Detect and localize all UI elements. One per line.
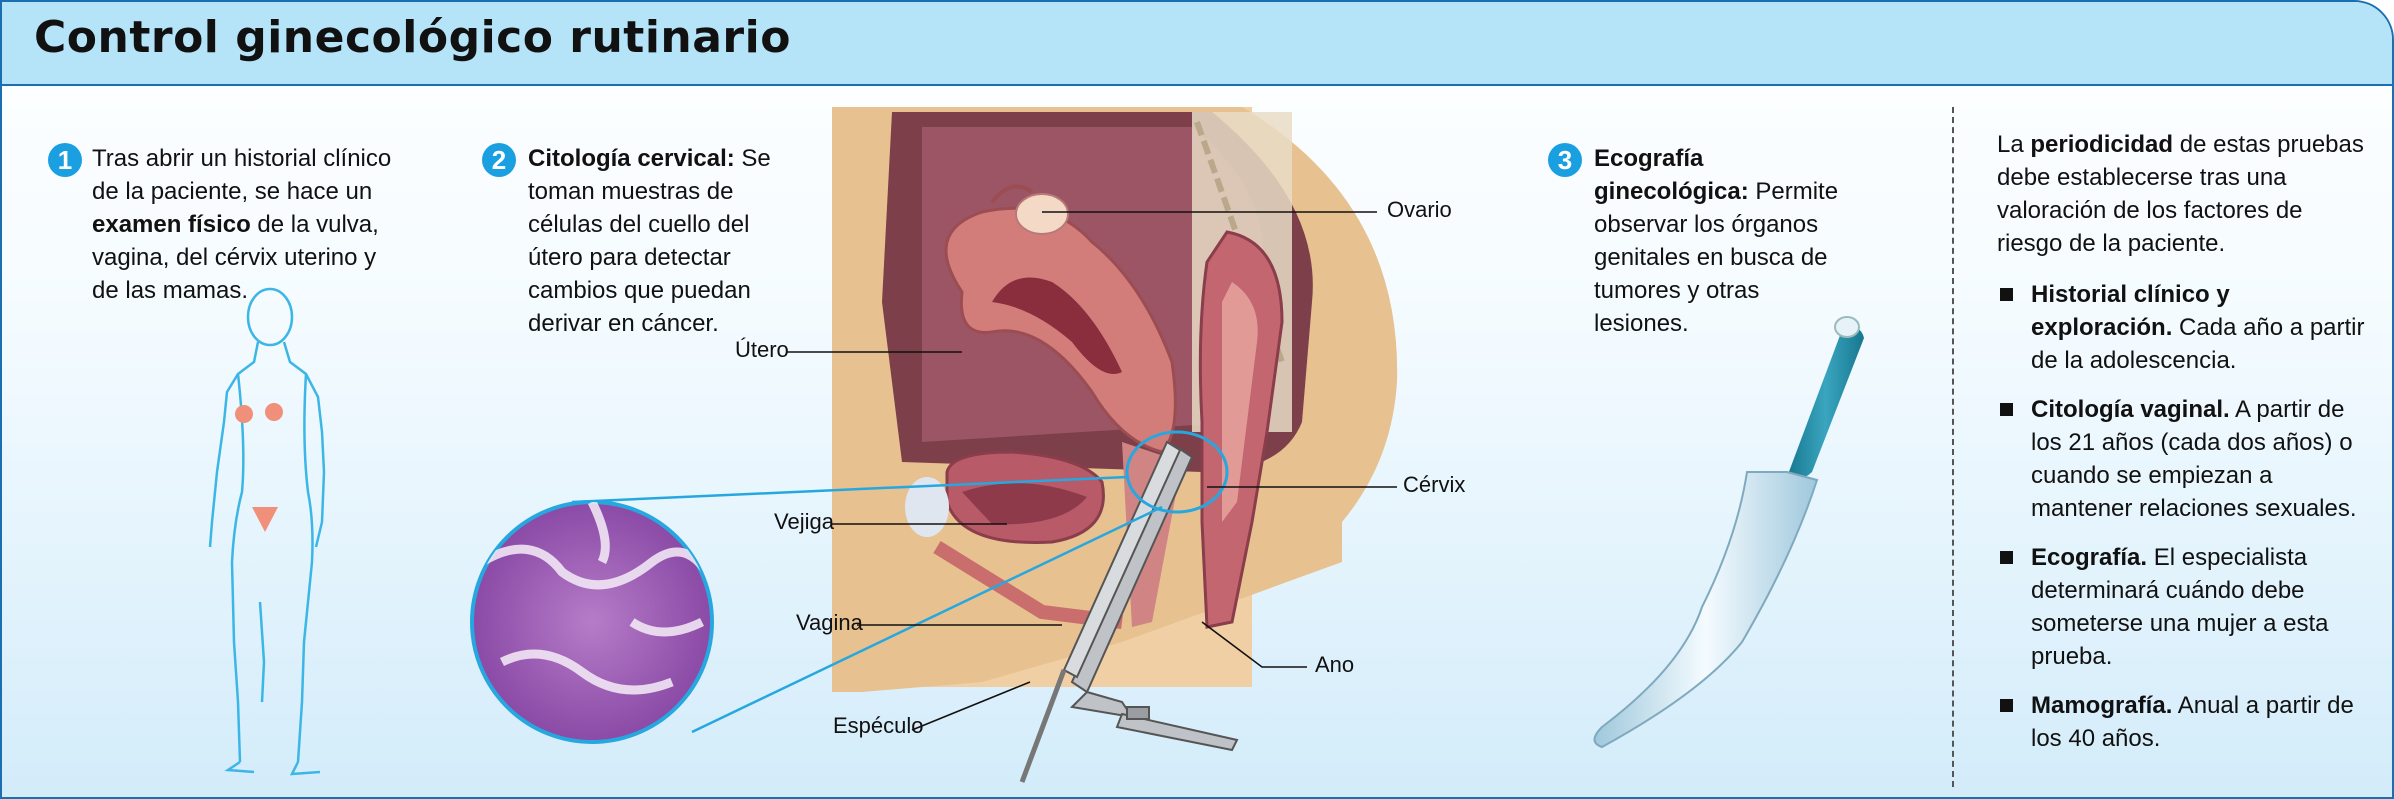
bullet-icon <box>2000 551 2013 564</box>
breast-icon <box>235 405 253 423</box>
label-vagina: Vagina <box>796 610 863 635</box>
bullet-icon <box>2000 699 2013 712</box>
breast-icon <box>265 403 283 421</box>
label-utero: Útero <box>735 337 789 362</box>
column-divider <box>1952 107 1954 787</box>
ultrasound-probe-icon <box>1593 316 1864 749</box>
step-1-text: Tras abrir un historial clínico de la pa… <box>92 145 392 304</box>
label-cervix: Cérvix <box>1403 472 1466 497</box>
step-2-number: 2 <box>482 143 516 177</box>
woman-figure-icon <box>208 287 326 776</box>
list-item: Ecografía. El especialista determinará c… <box>1997 541 2372 673</box>
pelvic-cross-section <box>832 107 1398 692</box>
step-1-number: 1 <box>48 143 82 177</box>
periodicity-panel: La periodicidad de estas pruebas debe es… <box>1997 128 2372 771</box>
list-item: Citología vaginal. A partir de los 21 añ… <box>1997 393 2372 525</box>
bullet-icon <box>2000 288 2013 301</box>
periodicity-list: Historial clínico y exploración. Cada añ… <box>1997 278 2372 755</box>
bullet-icon <box>2000 403 2013 416</box>
pelvis-marker-icon <box>252 507 278 532</box>
step-3-number: 3 <box>1548 143 1582 177</box>
header-bar: Control ginecológico rutinario <box>2 2 2392 86</box>
list-item: Historial clínico y exploración. Cada añ… <box>1997 278 2372 377</box>
cytology-sample-icon <box>470 500 714 744</box>
label-vejiga: Vejiga <box>774 509 834 534</box>
leader-lines <box>787 211 1397 731</box>
list-item: Mamografía. Anual a partir de los 40 año… <box>1997 689 2372 755</box>
step-3-text: Ecografía ginecológica: Permite observar… <box>1594 145 1839 337</box>
periodicity-intro: La periodicidad de estas pruebas debe es… <box>1997 131 2364 257</box>
label-especulo: Espéculo <box>833 713 924 738</box>
label-ano: Ano <box>1315 652 1355 677</box>
page-title: Control ginecológico rutinario <box>34 12 791 63</box>
step-2-text: Citología cervical: Se toman muestras de… <box>528 145 771 337</box>
label-ovario: Ovario <box>1387 197 1452 222</box>
